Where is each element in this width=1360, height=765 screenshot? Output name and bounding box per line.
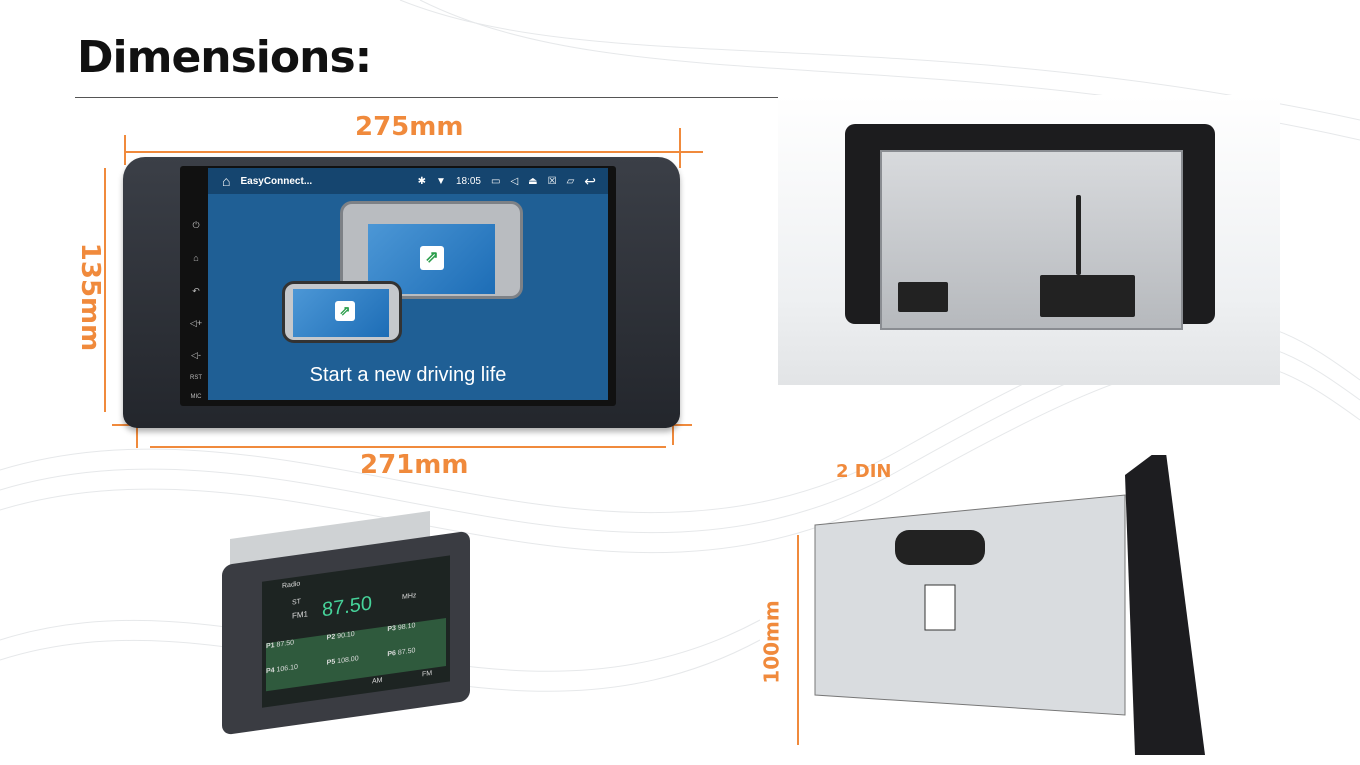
phone-illustration: ⇗	[282, 281, 402, 343]
fm-button[interactable]: FM	[422, 669, 433, 679]
window-icon[interactable]: ▱	[566, 175, 575, 187]
page-title: Dimensions:	[77, 32, 372, 83]
radio-screen: Radio ST FM1 87.50 MHz P1 87.50 P2 90.10…	[262, 555, 450, 708]
radio-app-label: Radio	[282, 580, 301, 590]
reset-button[interactable]: RST	[190, 375, 202, 381]
bottom-width-label: 271mm	[360, 450, 469, 480]
din-height-label: 100mm	[759, 600, 784, 684]
eject-icon[interactable]: ⏏	[528, 175, 538, 187]
am-button[interactable]: AM	[372, 676, 383, 686]
connector	[898, 282, 948, 312]
easyconnect-icon: ⇗	[335, 301, 355, 321]
din-height-line	[797, 535, 799, 745]
height-dimension-line	[104, 168, 106, 412]
unit-label: MHz	[402, 592, 417, 602]
status-bar: ⌂ EasyConnect... ✱ ▼ 18:05 ▭ ◁ ⏏ ☒ ▱ ↩	[208, 168, 608, 194]
home-icon[interactable]: ⌂	[222, 173, 231, 189]
side-chassis	[814, 494, 1126, 716]
app-title: EasyConnect...	[240, 175, 313, 187]
back-button[interactable]: ↶	[192, 286, 200, 296]
width-top-dimension-line	[125, 151, 703, 153]
tick	[124, 135, 126, 165]
power-button[interactable]: ⏻	[192, 220, 200, 230]
din-label: 2 DIN	[836, 461, 892, 482]
bluetooth-icon: ✱	[417, 175, 427, 187]
volume-up-button[interactable]: ◁+	[189, 318, 203, 328]
top-width-label: 275mm	[355, 112, 464, 142]
title-divider	[75, 97, 806, 98]
stereo-label: ST	[292, 598, 301, 607]
radio-unit-photo: Radio ST FM1 87.50 MHz P1 87.50 P2 90.10…	[222, 530, 470, 736]
bracket	[895, 530, 985, 565]
tick	[679, 128, 681, 168]
side-view-photo	[814, 455, 1205, 755]
close-window-icon[interactable]: ☒	[547, 175, 557, 187]
volume-down-button[interactable]: ◁-	[191, 350, 201, 360]
clock: 18:05	[455, 175, 481, 187]
barcode-label	[924, 584, 956, 631]
band-label: FM1	[292, 609, 308, 621]
screen-icon[interactable]: ▭	[490, 175, 501, 187]
mic-label: MIC	[190, 394, 202, 400]
volume-icon[interactable]: ◁	[510, 175, 519, 187]
front-panel	[1125, 455, 1205, 755]
connector	[1040, 275, 1135, 317]
slogan: Start a new driving life	[309, 364, 507, 386]
width-bottom-dimension-line	[150, 446, 666, 448]
antenna	[1076, 195, 1081, 275]
easyconnect-icon: ⇗	[420, 246, 444, 270]
height-label: 135mm	[75, 242, 106, 352]
frequency: 87.50	[322, 592, 373, 622]
back-icon[interactable]: ↩	[584, 172, 596, 189]
home-button[interactable]: ⌂	[193, 253, 199, 263]
wifi-icon: ▼	[436, 175, 446, 187]
